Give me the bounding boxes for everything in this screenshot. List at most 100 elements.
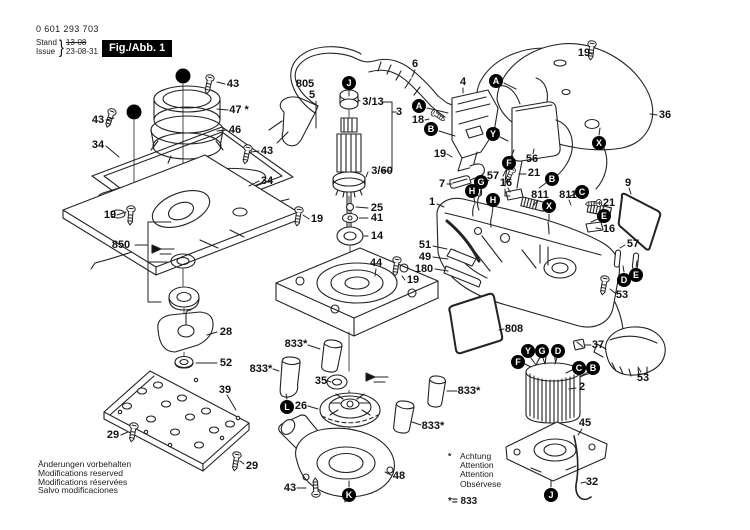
connector-badge: E bbox=[629, 268, 643, 282]
note-line: Achtung bbox=[460, 451, 492, 461]
part-fan-26 bbox=[319, 392, 381, 428]
part-number-label: 44 bbox=[369, 257, 383, 269]
connector-badge: B bbox=[545, 172, 559, 186]
brace-glyph: } bbox=[58, 36, 64, 58]
part-number-label: 6 bbox=[411, 58, 419, 70]
connector-badge: B bbox=[424, 122, 438, 136]
part-number-label: 9 bbox=[624, 177, 632, 189]
connector-badge: F bbox=[502, 156, 516, 170]
part-number-label: 53 bbox=[636, 372, 650, 384]
part-collar-46-47 bbox=[150, 85, 224, 164]
reference-dot bbox=[126, 104, 142, 120]
part-armature-3 bbox=[332, 89, 366, 233]
note-line: Attention bbox=[460, 460, 494, 471]
connector-badge: X bbox=[542, 199, 556, 213]
part-number-label: 7 bbox=[438, 178, 446, 190]
part-capacitor-56 bbox=[498, 77, 608, 190]
connector-badge: K bbox=[342, 488, 356, 502]
footer-line: Modifications réservées bbox=[38, 476, 128, 487]
part-number-label: 51 bbox=[418, 239, 432, 251]
part-number-label: 32 bbox=[585, 476, 599, 488]
part-number-label: 21 bbox=[527, 167, 541, 179]
part-clamp-53 bbox=[593, 301, 666, 377]
part-number-label: 39 bbox=[218, 384, 232, 396]
part-number-label: 46 bbox=[228, 124, 242, 136]
connector-badge: H bbox=[486, 193, 500, 207]
part-number-label: 3/13 bbox=[362, 96, 384, 108]
part-nut-37 bbox=[572, 338, 586, 351]
connector-badge: B bbox=[586, 361, 600, 375]
connector-badge: L bbox=[280, 400, 294, 414]
part-number-label: 43 bbox=[226, 78, 240, 90]
part-number-label: 48 bbox=[392, 470, 406, 482]
part-number-label: 16 bbox=[499, 177, 513, 189]
part-number-label: 21 bbox=[602, 197, 616, 209]
connector-badge: E bbox=[597, 209, 611, 223]
part-washers-25-41-14 bbox=[336, 202, 364, 246]
part-bearing-35 bbox=[326, 374, 348, 390]
part-number-label: 43 bbox=[260, 145, 274, 157]
asterisk-legend: *= 833 bbox=[448, 496, 478, 507]
part-number-label: 25 bbox=[370, 202, 384, 214]
connector-badge: C bbox=[572, 361, 586, 375]
footer-line: Änderungen vorbehalten bbox=[38, 459, 132, 469]
part-number-label: 57 bbox=[626, 238, 640, 250]
part-film-808 bbox=[448, 292, 504, 355]
part-number-label: 16 bbox=[602, 223, 616, 235]
connector-badge: D bbox=[617, 273, 631, 287]
part-number-label: 833* bbox=[284, 338, 308, 350]
leader-brackets bbox=[134, 100, 511, 303]
part-number-label: 37 bbox=[591, 339, 605, 351]
part-number-label: 43 bbox=[283, 482, 297, 494]
part-number-label: 4 bbox=[459, 76, 467, 88]
part-power-cord-805 bbox=[268, 46, 456, 147]
part-number: 0 601 293 703 bbox=[36, 24, 99, 34]
connector-badge: C bbox=[575, 185, 589, 199]
footer-line: Modifications reserved bbox=[38, 467, 124, 478]
connector-badge: G bbox=[474, 175, 488, 189]
issue-block: Stand Issue } 13-08 23-08-31 bbox=[36, 38, 98, 56]
part-number-label: 180 bbox=[414, 263, 434, 275]
part-number-label: 18 bbox=[411, 114, 425, 126]
part-number-label: 43 bbox=[91, 114, 105, 126]
part-number-label: 805 bbox=[295, 78, 315, 90]
part-terminal-16-right bbox=[585, 221, 604, 233]
modifications-note: Änderungen vorbehalten Modifications res… bbox=[38, 460, 131, 495]
connector-badge: D bbox=[551, 344, 565, 358]
part-number-label: 45 bbox=[578, 417, 592, 429]
part-number-label: 811 bbox=[559, 189, 577, 201]
part-number-label: 29 bbox=[245, 460, 259, 472]
asterisk-marker: * bbox=[448, 451, 452, 461]
issue-label: Issue bbox=[36, 47, 56, 56]
part-number-label: 53 bbox=[615, 289, 629, 301]
connector-badge: A bbox=[489, 74, 503, 88]
part-sanding-plate-39 bbox=[103, 370, 250, 472]
connector-badge: J bbox=[342, 76, 356, 90]
part-clip-7 bbox=[449, 175, 472, 189]
note-line: Obsérvese bbox=[460, 478, 502, 489]
part-push-rod-51 bbox=[443, 219, 482, 288]
connector-badge: F bbox=[511, 355, 525, 369]
part-number-label: 19 bbox=[310, 213, 324, 225]
part-number-label: 19 bbox=[406, 274, 420, 286]
part-number-label: 1 bbox=[428, 196, 436, 208]
part-number-label: 29 bbox=[106, 429, 120, 441]
connector-badge: J bbox=[544, 488, 558, 502]
connector-badge: G bbox=[535, 344, 549, 358]
part-eccentric-28 bbox=[157, 309, 214, 353]
figure-label: Fig./Abb. 1 bbox=[102, 40, 173, 57]
part-bearing-plate-45 bbox=[505, 421, 608, 482]
lubrication-icon bbox=[151, 244, 389, 383]
part-number-label: 811 bbox=[531, 189, 549, 201]
connector-badge: H bbox=[465, 184, 479, 198]
part-number-label: 14 bbox=[370, 230, 384, 242]
part-number-label: 56 bbox=[525, 153, 539, 165]
leader-lines bbox=[105, 52, 658, 489]
part-number-label: 34 bbox=[260, 175, 274, 187]
part-field-coil-2 bbox=[525, 362, 581, 424]
part-number-label: 36 bbox=[658, 109, 672, 121]
reference-dot bbox=[175, 68, 191, 84]
part-film-9 bbox=[617, 192, 662, 251]
